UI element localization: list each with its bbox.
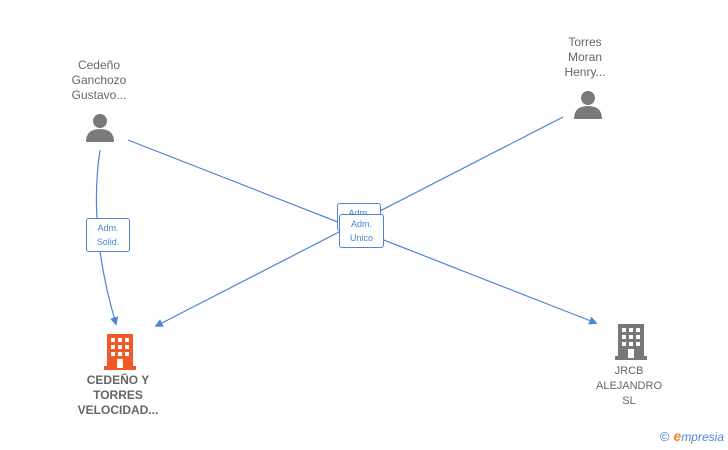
- edge-label-line: Solid.: [96, 237, 120, 247]
- person-label-torres[interactable]: Torres Moran Henry...: [530, 35, 640, 80]
- person-name-line: Ganchozo: [71, 73, 127, 87]
- company-label-cedeno-torres[interactable]: CEDEÑO Y TORRES VELOCIDAD...: [48, 373, 188, 418]
- edge-label-adm-solid[interactable]: Adm. Solid.: [86, 218, 130, 252]
- company-name-line: JRCB: [614, 365, 644, 377]
- building-icon[interactable]: [104, 334, 136, 370]
- person-icon[interactable]: [573, 89, 603, 119]
- edge-label-line: Adm.: [348, 208, 370, 218]
- person-label-cedeno[interactable]: Cedeño Ganchozo Gustavo...: [44, 58, 154, 103]
- company-name-line: CEDEÑO Y: [86, 373, 150, 387]
- company-name-line: TORRES: [93, 388, 143, 402]
- person-name-line: Gustavo...: [71, 88, 127, 102]
- company-name-line: VELOCIDAD...: [77, 403, 159, 417]
- person-name-line: Henry...: [564, 65, 606, 79]
- company-name-line: ALEJANDRO: [595, 380, 663, 392]
- building-icon[interactable]: [615, 324, 647, 360]
- edge-label-line: Unico: [349, 233, 373, 243]
- edge-label-line: Adm.: [97, 223, 119, 233]
- company-name-line: SL: [622, 395, 636, 407]
- person-name-line: Cedeño: [77, 58, 121, 72]
- brand-watermark: ©empresia: [660, 428, 724, 444]
- edge-label-line: Adm.: [350, 219, 372, 229]
- company-label-jrcb[interactable]: JRCB ALEJANDRO SL: [559, 364, 699, 409]
- person-name-line: Torres: [568, 35, 602, 49]
- brand-logo-e: e: [673, 428, 682, 444]
- person-icon[interactable]: [85, 112, 115, 142]
- brand-name: mpresia: [681, 430, 724, 444]
- edge-label-adm-unico[interactable]: Adm. Unico: [339, 214, 384, 248]
- copyright-symbol: ©: [659, 429, 670, 444]
- person-name-line: Moran: [567, 50, 602, 64]
